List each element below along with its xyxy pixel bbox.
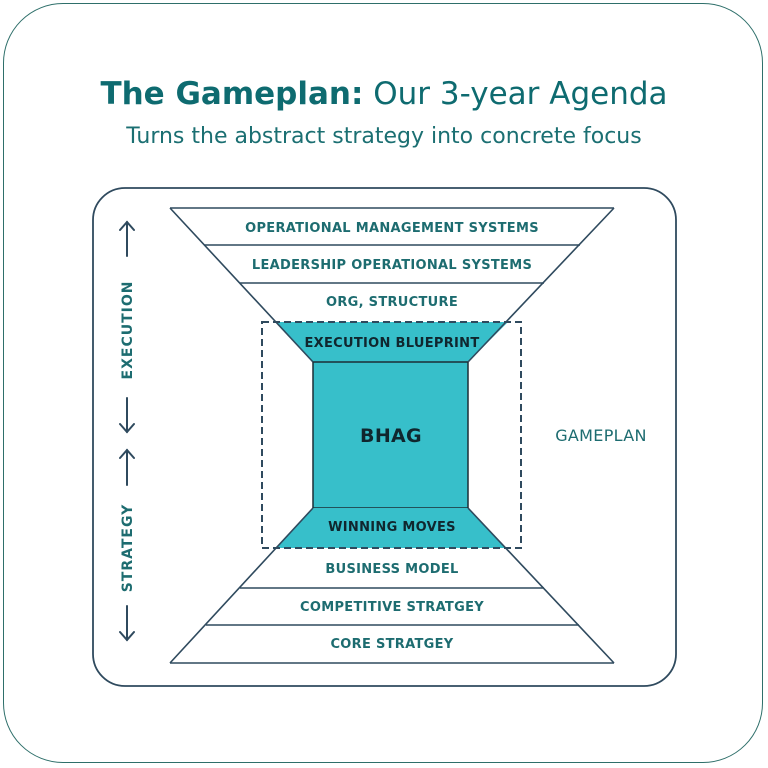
- diagram-box: [92, 187, 677, 687]
- execution-label: EXECUTION: [120, 281, 136, 380]
- execution-blueprint-label: EXECUTION BLUEPRINT: [304, 336, 479, 351]
- layer-label: BUSINESS MODEL: [325, 562, 458, 577]
- layer-label: ORG, STRUCTURE: [326, 295, 458, 310]
- strategy-label: STRATEGY: [120, 504, 136, 593]
- bhag-label: BHAG: [360, 425, 422, 447]
- layer-label: CORE STRATGEY: [330, 637, 453, 652]
- page-subtitle: Turns the abstract strategy into concret…: [126, 124, 642, 149]
- arrow-down-icon: [119, 605, 135, 642]
- winning-moves-band: [276, 508, 505, 548]
- layer-label: COMPETITIVE STRATGEY: [300, 600, 484, 615]
- layer-label: LEADERSHIP OPERATIONAL SYSTEMS: [252, 258, 532, 273]
- page-title: The Gameplan: Our 3-year Agenda: [100, 76, 668, 112]
- arrow-down-icon: [119, 397, 135, 434]
- outer-frame: [3, 3, 763, 763]
- winning-moves-label: WINNING MOVES: [328, 520, 456, 535]
- arrow-up-icon: [119, 448, 135, 486]
- layer-label: OPERATIONAL MANAGEMENT SYSTEMS: [245, 221, 539, 236]
- execution-blueprint-band: [276, 322, 508, 362]
- gameplan-label: GAMEPLAN: [555, 426, 647, 445]
- arrow-up-icon: [119, 220, 135, 257]
